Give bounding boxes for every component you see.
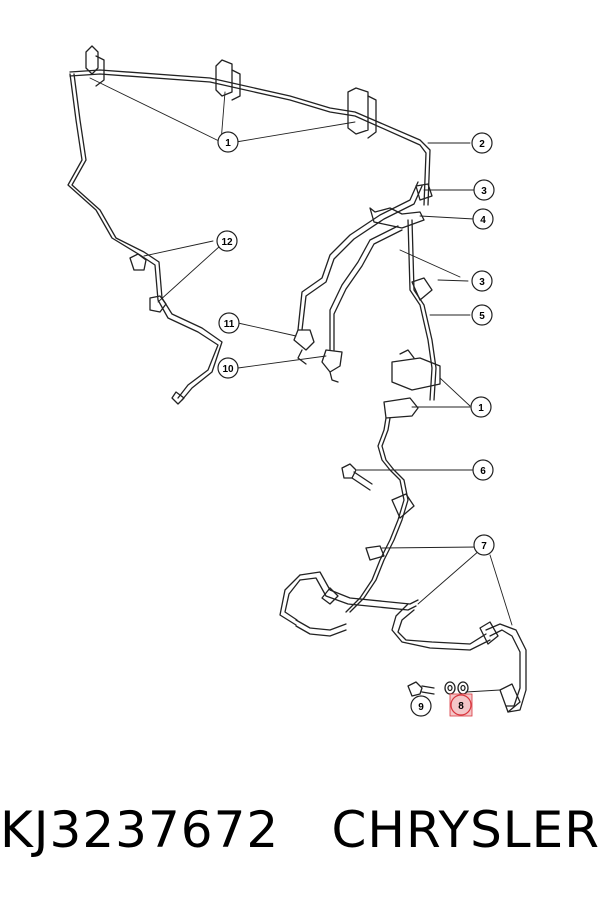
callout-5: 5 (471, 304, 493, 326)
callout-10: 10 (217, 357, 239, 379)
callout-1-middle-label: 1 (478, 403, 484, 414)
lower-hose (279, 571, 527, 713)
callout-9: 9 (410, 695, 432, 717)
callout-8-highlighted[interactable]: 8 (449, 693, 473, 717)
callout-2: 2 (471, 132, 493, 154)
middle-fuel-lines (293, 181, 425, 383)
upper-tube (67, 69, 431, 405)
callout-3-middle: 3 (471, 270, 493, 292)
callout-3-middle-label: 3 (479, 277, 485, 288)
callout-11: 11 (218, 312, 240, 334)
callout-1-top-label: 1 (225, 138, 231, 149)
callout-9-label: 9 (418, 702, 424, 713)
callout-4-label: 4 (480, 215, 486, 226)
callouts: 1 2 3 4 3 5 1 6 (216, 131, 495, 717)
vertical-line-assembly (345, 183, 441, 613)
parts-diagram: 1 2 3 4 3 5 1 6 (67, 45, 527, 717)
callout-11-label: 11 (224, 319, 235, 330)
callout-3-top: 3 (473, 179, 495, 201)
callout-7-label: 7 (481, 541, 487, 552)
hardware-8-9 (407, 681, 469, 697)
callout-12: 12 (216, 230, 238, 252)
leader-lines (89, 77, 513, 693)
callout-10-label: 10 (222, 364, 234, 375)
callout-1-middle: 1 (470, 396, 492, 418)
upper-clips (85, 45, 377, 313)
callout-6: 6 (472, 459, 494, 481)
bolt-6 (341, 463, 373, 491)
callout-3-top-label: 3 (481, 186, 487, 197)
callout-7: 7 (473, 534, 495, 556)
part-number: KJ3237672 (0, 801, 280, 859)
callout-1-top: 1 (217, 131, 239, 153)
callout-2-label: 2 (479, 139, 485, 150)
callout-8-label: 8 (458, 701, 464, 712)
callout-12-label: 12 (221, 237, 233, 248)
callout-4: 4 (472, 208, 494, 230)
part-caption: KJ3237672 CHRYSLER (0, 795, 600, 865)
brand-name: CHRYSLER (331, 801, 600, 859)
callout-6-label: 6 (480, 466, 486, 477)
callout-5-label: 5 (479, 311, 485, 322)
